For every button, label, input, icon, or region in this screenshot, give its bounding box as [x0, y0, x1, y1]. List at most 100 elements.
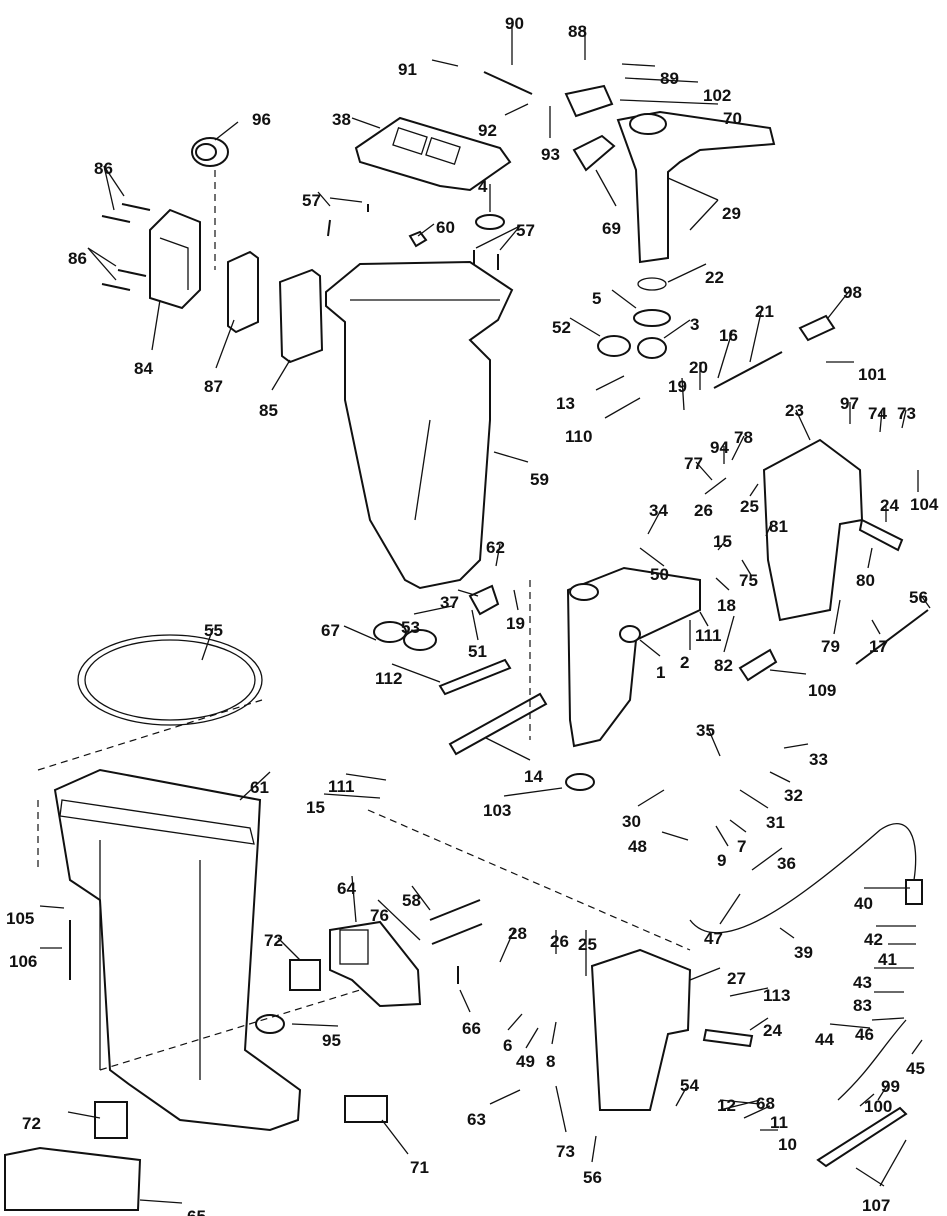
leader-line	[513, 589, 519, 611]
part-number-label: 21	[755, 302, 774, 321]
part-number-label: 80	[856, 571, 875, 590]
lever-98	[798, 314, 836, 342]
leader-line	[351, 117, 381, 129]
leader-line	[637, 789, 665, 807]
part-number-label: 113	[763, 986, 790, 1005]
leader-line	[569, 317, 601, 337]
part-number-label: 31	[766, 813, 785, 832]
leader-lines	[39, 22, 931, 1204]
part-number-label: 99	[881, 1077, 900, 1096]
part-number-label: 48	[628, 837, 647, 856]
part-number-label: 9	[717, 851, 726, 870]
part-number-label: 23	[785, 401, 804, 420]
part-number-label: 94	[710, 438, 729, 457]
part-number-label: 107	[862, 1196, 890, 1215]
leader-line	[604, 397, 641, 419]
seal-67	[373, 621, 437, 651]
part-number-label: 100	[864, 1097, 892, 1116]
leader-line	[739, 789, 769, 809]
leader-line	[749, 1017, 769, 1031]
part-number-label: 3	[690, 315, 699, 334]
part-number-label: 38	[332, 110, 351, 129]
part-number-label: 30	[622, 812, 641, 831]
part-number-label: 90	[505, 14, 524, 33]
leader-line	[499, 929, 515, 963]
part-number-label: 112	[375, 669, 402, 688]
part-number-label: 19	[668, 377, 687, 396]
part-number-label: 34	[649, 501, 668, 520]
cam-109	[738, 648, 778, 682]
leader-line	[381, 1119, 409, 1155]
part-number-label: 47	[704, 929, 723, 948]
leader-line	[277, 937, 301, 961]
part-number-label: 82	[714, 656, 733, 675]
leader-line	[485, 737, 531, 761]
part-number-label: 14	[524, 767, 543, 786]
leader-line	[489, 1089, 521, 1105]
part-number-label: 19	[506, 614, 525, 633]
bushing-52	[597, 335, 667, 359]
leader-line	[855, 1167, 885, 1187]
part-number-label: 101	[858, 365, 886, 384]
leader-line	[667, 177, 719, 201]
part-number-label: 45	[906, 1059, 925, 1078]
part-number-label: 35	[696, 721, 715, 740]
leader-line	[717, 331, 733, 379]
leader-line	[503, 787, 563, 797]
part-number-label: 111	[328, 777, 355, 796]
clamp-70	[564, 84, 614, 118]
shaft-21	[713, 351, 783, 389]
part-number-label: 1	[656, 663, 665, 682]
part-number-label: 15	[306, 798, 325, 817]
part-number-label: 56	[909, 588, 928, 607]
part-number-label: 7	[737, 837, 746, 856]
exhaust-housing-59	[325, 260, 514, 590]
part-number-label: 85	[259, 401, 278, 420]
leader-line	[695, 461, 713, 481]
leader-line	[751, 847, 783, 871]
leader-line	[595, 169, 617, 207]
bushing-4	[475, 214, 505, 230]
part-number-label: 43	[853, 973, 872, 992]
leader-line	[729, 987, 769, 997]
part-number-label: 62	[486, 538, 505, 557]
leader-line	[417, 223, 435, 237]
leader-line	[103, 165, 125, 197]
part-number-label: 13	[556, 394, 575, 413]
part-number-label: 76	[370, 906, 389, 925]
leader-line	[859, 1093, 875, 1107]
grommet-96	[191, 137, 229, 270]
leader-line	[741, 559, 752, 576]
swivel-bracket-1	[566, 566, 701, 748]
leader-line	[704, 477, 727, 495]
part-number-label: 95	[322, 1031, 341, 1050]
part-number-label: 73	[556, 1142, 575, 1161]
assembly-guide-lines	[37, 580, 691, 1071]
part-number-label: 83	[853, 996, 872, 1015]
block-71	[344, 1095, 388, 1123]
part-number-label: 17	[869, 637, 888, 656]
part-number-label: 70	[723, 109, 742, 128]
leader-line	[431, 59, 459, 67]
guide-69	[572, 134, 616, 172]
part-number-label: 25	[578, 935, 597, 954]
cable-39	[689, 823, 917, 934]
lower-housing-61	[53, 768, 302, 1132]
leader-line	[499, 225, 521, 251]
part-number-label: 96	[252, 110, 271, 129]
part-number-label: 91	[398, 60, 417, 79]
leader-line	[743, 1105, 771, 1119]
part-number-label: 72	[264, 931, 283, 950]
part-number-label: 37	[440, 593, 459, 612]
part-number-label: 2	[680, 653, 689, 672]
part-number-label: 59	[530, 470, 549, 489]
leader-line	[749, 483, 759, 497]
mount-95	[255, 1014, 285, 1034]
part-number-label: 92	[478, 121, 497, 140]
bushing-103	[565, 773, 595, 791]
part-number-label: 24	[763, 1021, 782, 1040]
part-number-label: 86	[94, 159, 113, 178]
leader-line	[867, 547, 873, 569]
